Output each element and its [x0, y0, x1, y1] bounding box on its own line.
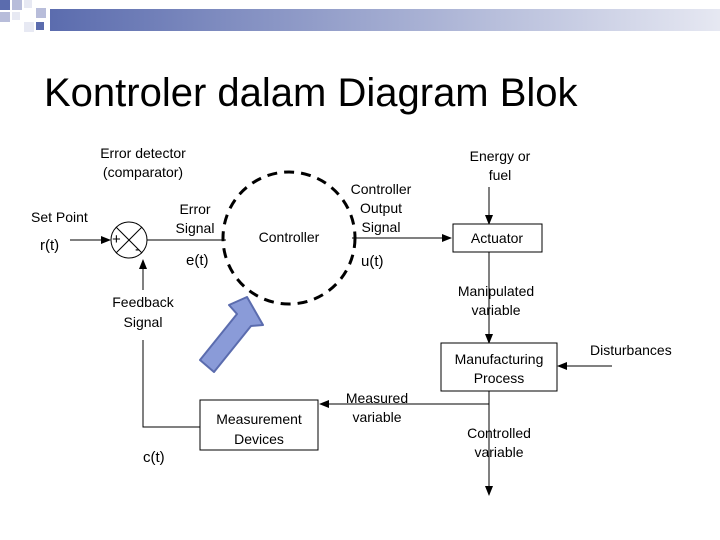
svg-text:Output: Output	[360, 200, 402, 216]
svg-text:Manufacturing: Manufacturing	[455, 351, 544, 367]
svg-text:Process: Process	[474, 370, 525, 386]
error-detector-label: Error detector (comparator)	[100, 145, 186, 180]
u-t-label: u(t)	[361, 253, 384, 270]
r-t-label: r(t)	[40, 237, 59, 254]
minus-sign: -	[135, 241, 140, 258]
svg-text:Feedback: Feedback	[112, 294, 174, 310]
comparator-circle	[110, 221, 148, 259]
svg-text:Error detector: Error detector	[100, 145, 186, 161]
svg-text:(comparator): (comparator)	[103, 164, 183, 180]
error-signal-label: Error Signal	[176, 201, 215, 236]
page-title: Kontroler dalam Diagram Blok	[44, 71, 579, 115]
measurement-box	[199, 399, 319, 451]
svg-text:Error: Error	[179, 201, 210, 217]
svg-text:Controlled: Controlled	[467, 425, 531, 441]
c-t-label: c(t)	[143, 449, 165, 466]
svg-text:Signal: Signal	[176, 220, 215, 236]
feedback-label: Feedback Signal	[112, 294, 174, 330]
block-arrow	[199, 296, 264, 373]
process-label: Manufacturing Process	[455, 351, 544, 386]
manipulated-label: Manipulated variable	[458, 283, 534, 318]
disturbances-label: Disturbances	[590, 342, 672, 358]
actuator-label: Actuator	[471, 230, 523, 246]
svg-text:Manipulated: Manipulated	[458, 283, 534, 299]
controller-output-label: Controller Output Signal	[351, 181, 412, 235]
measurement-label: Measurement Devices	[216, 411, 302, 447]
measured-label: Measured variable	[346, 390, 408, 425]
svg-text:variable: variable	[471, 302, 520, 318]
controlled-label: Controlled variable	[467, 425, 531, 460]
svg-text:Signal: Signal	[124, 314, 163, 330]
svg-text:Signal: Signal	[362, 219, 401, 235]
controller-label: Controller	[259, 229, 320, 245]
svg-text:fuel: fuel	[489, 167, 512, 183]
svg-text:Devices: Devices	[234, 431, 284, 447]
svg-text:variable: variable	[352, 409, 401, 425]
energy-label: Energy or fuel	[470, 148, 531, 183]
e-t-label: e(t)	[186, 252, 209, 269]
actuator-box	[452, 223, 543, 253]
svg-text:variable: variable	[474, 444, 523, 460]
svg-text:Energy or: Energy or	[470, 148, 531, 164]
feedback-line-lower	[142, 340, 200, 428]
plus-sign: +	[112, 231, 121, 248]
process-box	[440, 342, 558, 392]
svg-text:Measured: Measured	[346, 390, 408, 406]
svg-text:Measurement: Measurement	[216, 411, 302, 427]
svg-text:Controller: Controller	[351, 181, 412, 197]
set-point-label: Set Point	[31, 209, 88, 225]
